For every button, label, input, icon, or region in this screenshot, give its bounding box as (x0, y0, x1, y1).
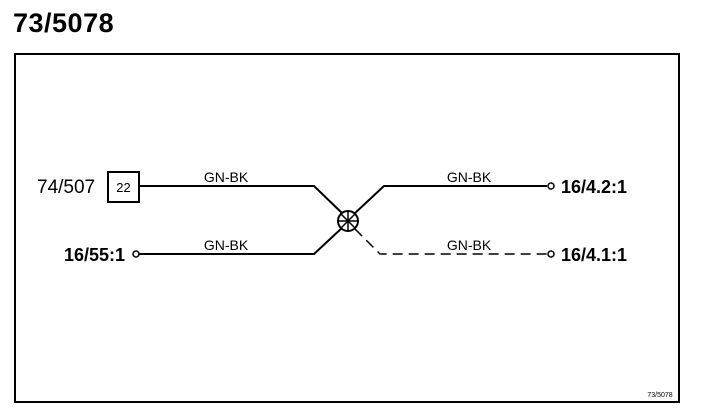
terminal-left-bottom (132, 250, 140, 258)
terminal-right-top (547, 182, 555, 190)
connector-pin-label: 22 (116, 180, 130, 195)
terminal-right-bottom (547, 250, 555, 258)
connector-pin-box (107, 171, 140, 203)
diagram-frame (14, 53, 680, 403)
wire-bottom-right-dashed (354, 228, 547, 255)
wire-label-bottom-left: GN-BK (204, 237, 249, 253)
splice-icon (337, 210, 359, 232)
wire-bottom-left (139, 226, 344, 255)
terminal-label-right-bottom: 16/4.1:1 (561, 245, 627, 265)
wire-label-bottom-right: GN-BK (447, 237, 492, 253)
terminal-label-right-top: 16/4.2:1 (561, 177, 627, 197)
footer-code: 73/5078 (647, 392, 672, 399)
connector-ref-label: 74/507 (37, 177, 95, 198)
wire-label-top-left: GN-BK (204, 169, 249, 185)
wire-top-right (353, 185, 547, 215)
page-title: 73/5078 (13, 8, 115, 38)
wire-label-top-right: GN-BK (447, 169, 492, 185)
wire-top-left (139, 185, 344, 215)
terminal-label-left-bottom: 16/55:1 (64, 245, 125, 265)
